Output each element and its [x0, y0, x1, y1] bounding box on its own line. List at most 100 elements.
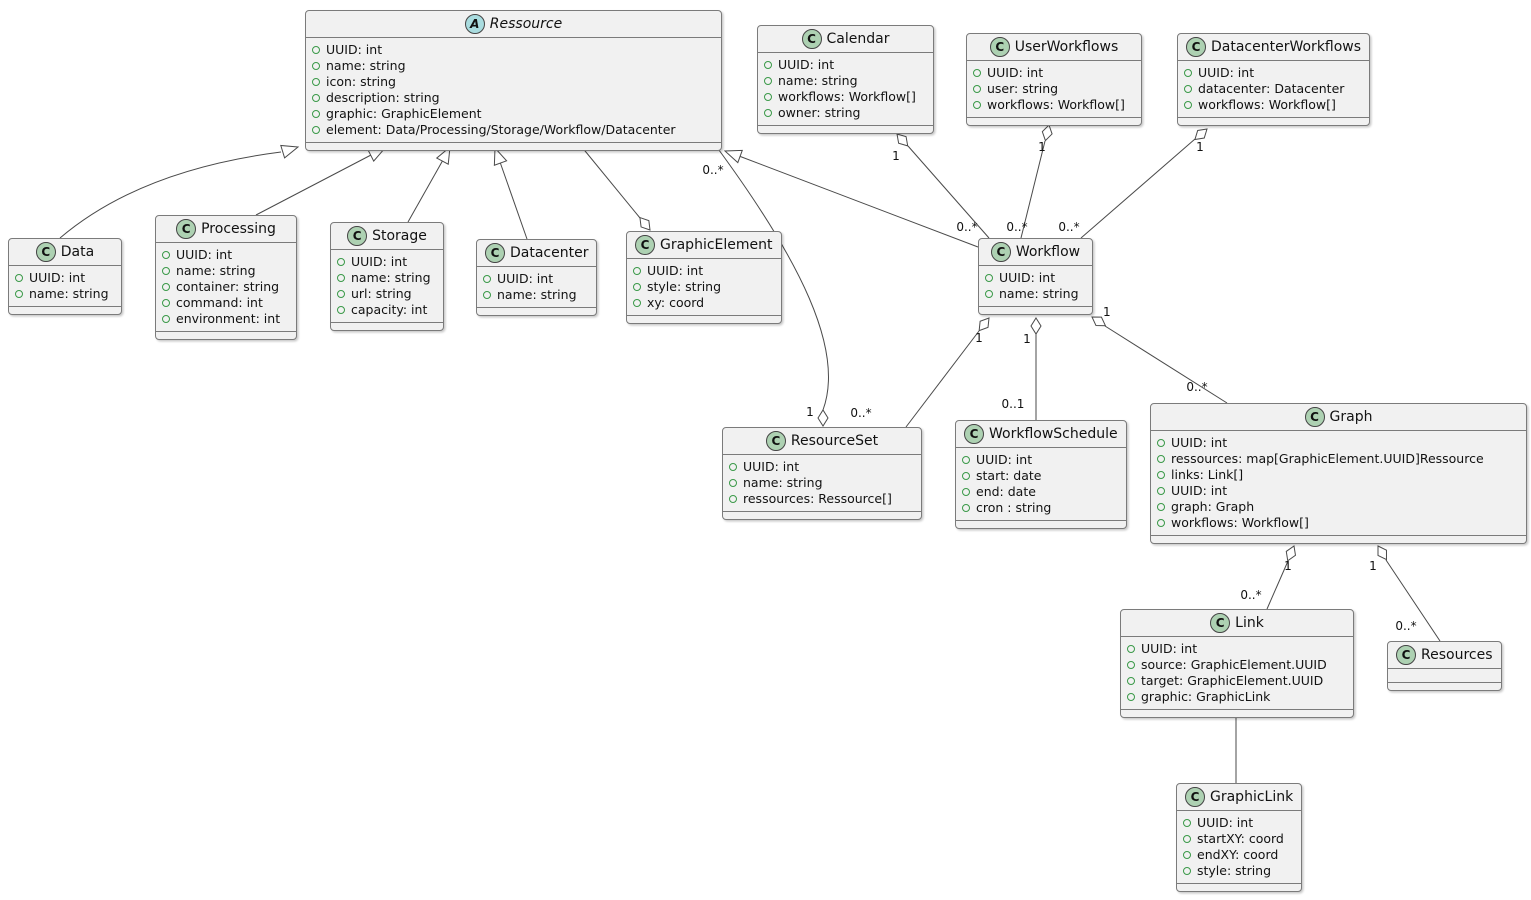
- field-visibility-icon: [162, 283, 170, 291]
- class-name: ResourceSet: [790, 433, 879, 449]
- attribute-row: UUID: int: [1183, 815, 1293, 831]
- attribute-text: user: string: [987, 81, 1059, 96]
- field-visibility-icon: [162, 251, 170, 259]
- attribute-row: UUID: int: [962, 452, 1118, 468]
- methods-compartment: [956, 521, 1126, 528]
- methods-compartment: [9, 307, 121, 314]
- methods-compartment: [1388, 683, 1501, 690]
- methods-compartment: [306, 143, 721, 150]
- field-visibility-icon: [312, 46, 320, 54]
- relation-workflow-graph-line: [1104, 325, 1228, 404]
- methods-compartment: [477, 308, 596, 315]
- attribute-text: graph: Graph: [1171, 499, 1255, 514]
- relation-graphicelement-ressource-line: [580, 145, 641, 219]
- field-visibility-icon: [337, 258, 345, 266]
- class-name: Datacenter: [510, 245, 589, 261]
- field-visibility-icon: [483, 275, 491, 283]
- attribute-row: startXY: coord: [1183, 831, 1293, 847]
- attribute-text: UUID: int: [1171, 483, 1228, 498]
- attribute-text: UUID: int: [176, 247, 233, 262]
- attribute-text: icon: string: [326, 74, 396, 89]
- inheritance-triangle-icon: [723, 149, 743, 164]
- attribute-row: UUID: int: [337, 254, 435, 270]
- multiplicity-label: 1: [1284, 559, 1292, 573]
- aggregation-diamond-icon: [1030, 317, 1042, 335]
- field-visibility-icon: [337, 290, 345, 298]
- relation-processing-ressource-line: [255, 154, 372, 216]
- aggregation-diamond-icon: [817, 409, 829, 427]
- attribute-text: links: Link[]: [1171, 467, 1244, 482]
- field-visibility-icon: [162, 315, 170, 323]
- field-visibility-icon: [985, 290, 993, 298]
- attribute-text: UUID: int: [1197, 815, 1254, 830]
- attribute-row: command: int: [162, 295, 288, 311]
- class-circle-icon: C: [1304, 407, 1325, 427]
- attribute-row: UUID: int: [764, 57, 925, 73]
- attribute-text: UUID: int: [778, 57, 835, 72]
- multiplicity-label: 0..*: [702, 163, 723, 177]
- class-name: Ressource: [489, 16, 563, 32]
- attribute-text: url: string: [351, 286, 412, 301]
- attribute-row: UUID: int: [985, 270, 1084, 286]
- relation-workflow-ressource-line: [738, 155, 979, 248]
- field-visibility-icon: [1157, 519, 1165, 527]
- field-visibility-icon: [633, 283, 641, 291]
- class-circle-icon: C: [347, 226, 368, 246]
- attribute-row: UUID: int: [1127, 641, 1345, 657]
- field-visibility-icon: [962, 472, 970, 480]
- aggregation-diamond-icon: [1285, 545, 1297, 562]
- attribute-row: graphic: GraphicElement: [312, 106, 713, 122]
- field-visibility-icon: [973, 69, 981, 77]
- field-visibility-icon: [337, 306, 345, 314]
- attribute-row: UUID: int: [162, 247, 288, 263]
- methods-compartment: [967, 118, 1141, 125]
- inheritance-triangle-icon: [280, 144, 300, 159]
- class-circle-icon: C: [765, 431, 786, 451]
- multiplicity-label: 0..*: [1186, 380, 1207, 394]
- attribute-text: xy: coord: [647, 295, 705, 310]
- attribute-text: name: string: [778, 73, 858, 88]
- attribute-text: UUID: int: [326, 42, 383, 57]
- attribute-text: name: string: [351, 270, 431, 285]
- multiplicity-label: 0..*: [1395, 619, 1416, 633]
- attribute-text: environment: int: [176, 311, 281, 326]
- class-circle-icon: C: [1396, 645, 1416, 665]
- field-visibility-icon: [312, 62, 320, 70]
- field-visibility-icon: [1184, 85, 1192, 93]
- multiplicity-label: 1: [1038, 140, 1046, 154]
- class-name: DatacenterWorkflows: [1211, 39, 1362, 55]
- class-circle-icon: C: [1186, 37, 1206, 57]
- relation-userworkflows-workflow-line: [1020, 140, 1046, 239]
- methods-compartment: [331, 323, 443, 330]
- field-visibility-icon: [312, 94, 320, 102]
- field-visibility-icon: [973, 85, 981, 93]
- attribute-text: style: string: [647, 279, 722, 294]
- field-visibility-icon: [312, 126, 320, 134]
- attribute-text: command: int: [176, 295, 263, 310]
- multiplicity-label: 1: [1103, 305, 1111, 319]
- aggregation-diamond-icon: [1377, 545, 1387, 561]
- field-visibility-icon: [15, 290, 23, 298]
- attribute-text: UUID: int: [29, 270, 86, 285]
